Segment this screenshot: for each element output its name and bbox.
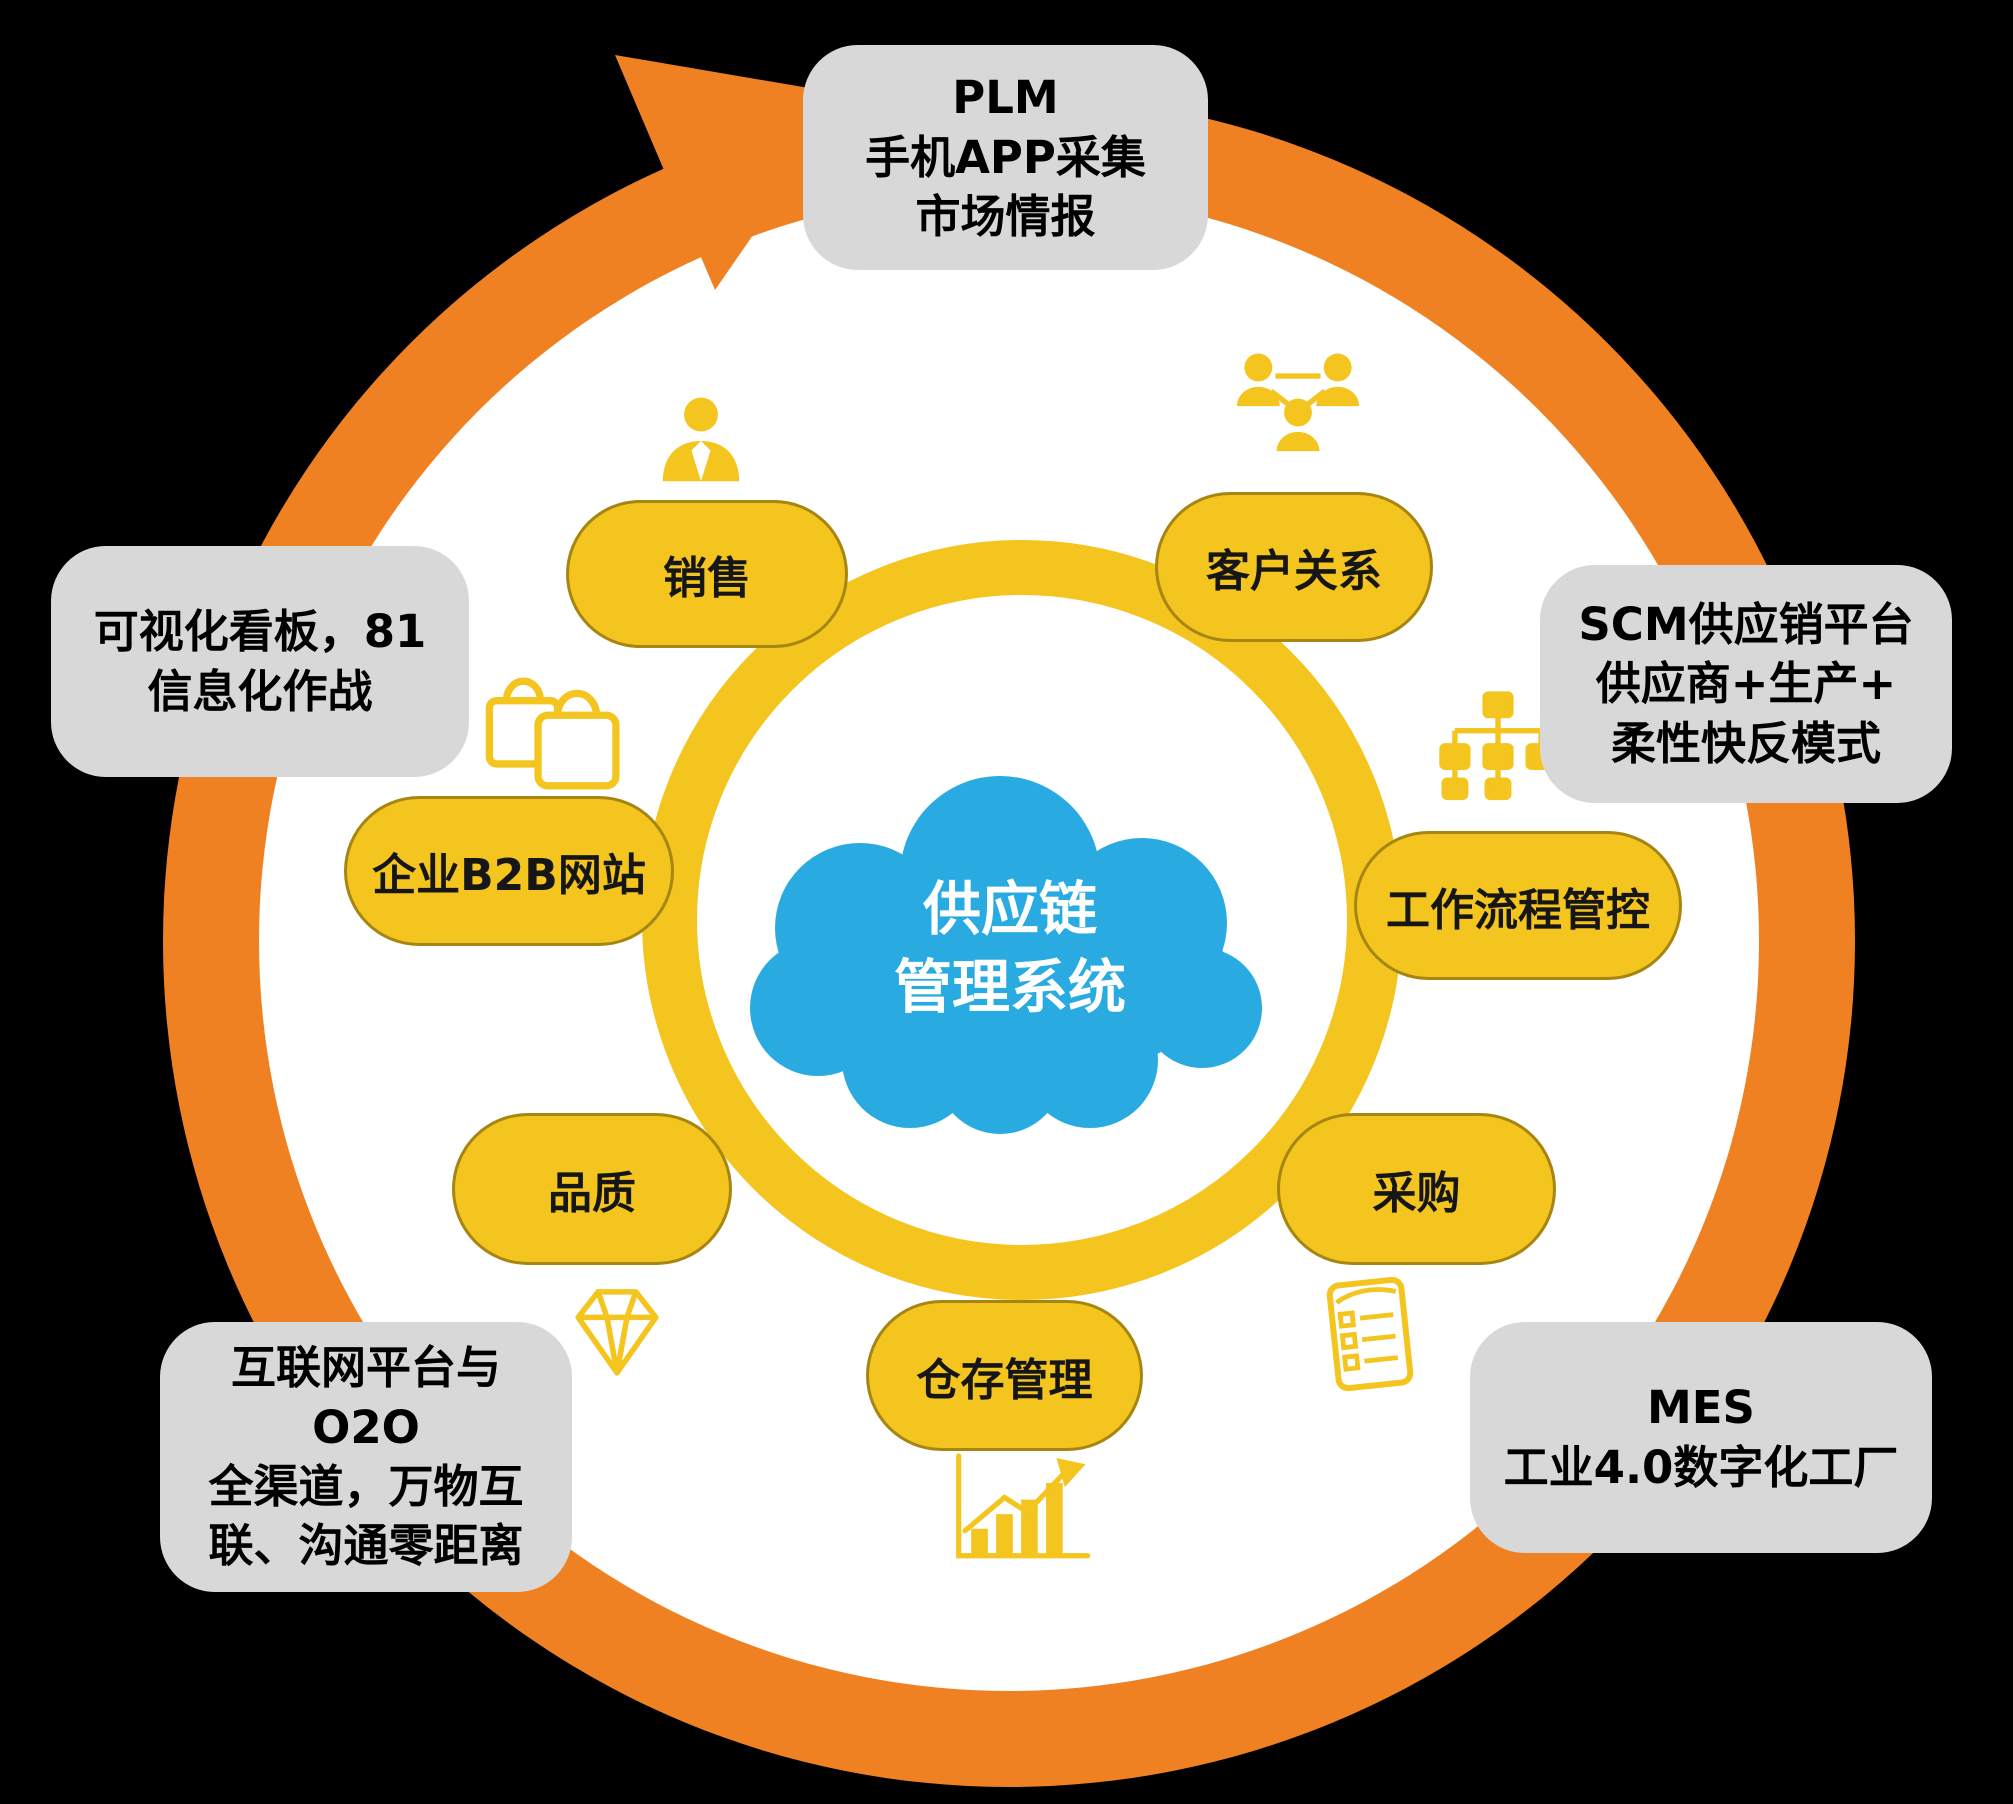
salesperson-icon bbox=[648, 388, 754, 494]
center-cloud-title: 供应链 管理系统 bbox=[710, 758, 1310, 1138]
growth-chart-icon bbox=[940, 1446, 1096, 1574]
callout-scm: SCM供应销平台 供应商+生产+ 柔性快反模式 bbox=[1540, 565, 1952, 803]
callout-line: 工业4.0数字化工厂 bbox=[1503, 1440, 1899, 1494]
callout-line: 柔性快反模式 bbox=[1610, 716, 1881, 770]
center-cloud-line2: 管理系统 bbox=[893, 953, 1126, 1021]
callout-line: 互联网平台与O2O bbox=[230, 1341, 501, 1454]
callout-plm: PLM 手机APP采集 市场情报 bbox=[803, 45, 1208, 270]
node-customer-relations: 客户关系 bbox=[1155, 492, 1433, 642]
callout-mes: MES 工业4.0数字化工厂 bbox=[1470, 1322, 1932, 1553]
node-procurement-label: 采购 bbox=[1372, 1168, 1461, 1219]
node-customer-relations-label: 客户关系 bbox=[1206, 546, 1382, 597]
callout-line: MES bbox=[1647, 1381, 1755, 1435]
callout-line: SCM供应销平台 bbox=[1578, 597, 1914, 651]
node-sales-label: 销售 bbox=[663, 553, 751, 604]
node-b2b-website: 企业B2B网站 bbox=[344, 796, 674, 946]
checklist-icon bbox=[1304, 1268, 1436, 1400]
callout-line: 可视化看板，81 bbox=[93, 605, 427, 659]
callout-o2o: 互联网平台与O2O 全渠道，万物互 联、沟通零距离 bbox=[160, 1322, 572, 1592]
node-warehouse: 仓存管理 bbox=[866, 1300, 1143, 1451]
callout-line: 联、沟通零距离 bbox=[208, 1519, 524, 1573]
node-procurement: 采购 bbox=[1277, 1113, 1556, 1265]
node-workflow-control: 工作流程管控 bbox=[1354, 831, 1682, 980]
node-sales: 销售 bbox=[566, 500, 848, 648]
callout-line: 手机APP采集 bbox=[865, 130, 1146, 184]
customer-network-icon bbox=[1228, 346, 1368, 464]
node-quality: 品质 bbox=[452, 1113, 732, 1265]
center-cloud-line1: 供应链 bbox=[922, 874, 1097, 943]
node-workflow-control-label: 工作流程管控 bbox=[1386, 884, 1650, 936]
callout-line: 供应商+生产+ bbox=[1595, 657, 1897, 711]
callout-kanban-bi: 可视化看板，81 信息化作战 bbox=[51, 546, 469, 777]
diamond-icon bbox=[556, 1278, 678, 1390]
cloud-shape bbox=[750, 776, 1262, 1134]
callout-line: PLM bbox=[952, 71, 1059, 125]
node-quality-label: 品质 bbox=[548, 1168, 636, 1219]
node-warehouse-label: 仓存管理 bbox=[916, 1354, 1093, 1406]
shopping-bags-icon bbox=[466, 652, 632, 798]
callout-line: 全渠道，万物互 bbox=[208, 1460, 524, 1513]
node-b2b-website-label: 企业B2B网站 bbox=[372, 850, 646, 901]
center-cloud: 供应链 管理系统 bbox=[710, 758, 1310, 1138]
workflow-tree-icon bbox=[1428, 688, 1568, 810]
callout-line: 市场情报 bbox=[915, 190, 1096, 244]
callout-line: 信息化作战 bbox=[147, 664, 373, 718]
